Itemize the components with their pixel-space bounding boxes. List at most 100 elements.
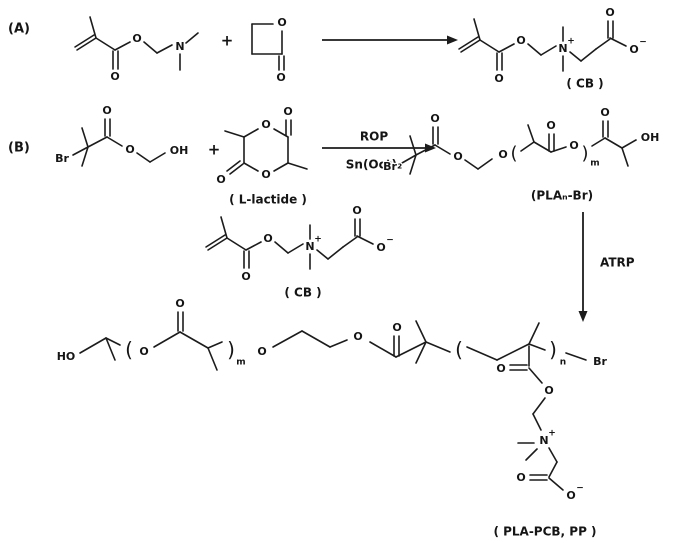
atom-o: O xyxy=(263,232,272,245)
bond xyxy=(525,448,538,461)
atom-o: O xyxy=(276,71,285,84)
caption-cb: ( CB ) xyxy=(284,286,321,300)
bond xyxy=(532,397,546,415)
bond xyxy=(548,461,558,478)
bond xyxy=(409,154,417,175)
subscript-m: m xyxy=(236,358,245,368)
atom-o: O xyxy=(352,204,361,217)
bond xyxy=(415,320,427,343)
bond xyxy=(527,124,535,143)
bond xyxy=(464,159,479,170)
bond xyxy=(229,163,244,175)
bond xyxy=(550,146,567,153)
bond xyxy=(595,38,611,50)
bond xyxy=(105,337,116,361)
bond xyxy=(156,44,173,54)
bond xyxy=(243,128,259,138)
charge-plus: + xyxy=(314,235,322,245)
bond xyxy=(466,346,498,361)
bond xyxy=(591,137,606,147)
atom-o: O xyxy=(453,150,462,163)
atom-br: Br xyxy=(593,355,607,368)
bond xyxy=(356,235,374,245)
caption-l-lactide: ( L-lactide ) xyxy=(229,193,307,207)
bond xyxy=(273,162,289,172)
panel-a-label: (A) xyxy=(8,22,30,37)
atom-o: O xyxy=(125,143,134,156)
bond xyxy=(621,147,629,167)
bond xyxy=(460,39,481,53)
panel-b-label: (B) xyxy=(8,141,30,156)
bond xyxy=(207,341,223,349)
atom-o: O xyxy=(102,104,111,117)
bond xyxy=(220,216,228,239)
bond xyxy=(527,43,542,56)
atom-o: O xyxy=(261,118,270,131)
bond xyxy=(580,48,597,62)
bond xyxy=(528,322,540,345)
label-sn-oct2: Sn(Oct)₂ xyxy=(346,158,402,172)
atom-o: O xyxy=(241,270,250,283)
bond xyxy=(226,237,247,251)
bond xyxy=(434,144,451,155)
bond xyxy=(477,158,493,170)
bonds-layer xyxy=(72,16,637,491)
atom-n: N xyxy=(539,434,548,447)
bond xyxy=(528,343,546,351)
bond xyxy=(179,331,209,349)
arrows-layer xyxy=(322,35,588,322)
charge-plus: + xyxy=(548,429,556,439)
atom-br: Br xyxy=(383,160,397,173)
plus-operator: + xyxy=(208,141,221,159)
bond xyxy=(95,37,116,51)
charge-minus: − xyxy=(639,38,647,48)
bond xyxy=(496,343,530,361)
atom-o: O xyxy=(498,148,507,161)
bond xyxy=(106,136,123,147)
reaction-arrow-atrp-head xyxy=(578,311,588,322)
bond xyxy=(136,152,151,163)
label-atrp: ATRP xyxy=(600,256,635,270)
subscript-m: m xyxy=(590,159,599,169)
bond xyxy=(287,243,304,254)
caption-pla-n-br: (PLAₙ-Br) xyxy=(531,189,593,203)
atom-o: O xyxy=(430,112,439,125)
bond xyxy=(79,337,107,354)
atom-o: O xyxy=(566,489,575,502)
subscript-n: n xyxy=(560,358,566,368)
bond xyxy=(226,160,241,172)
bond xyxy=(532,413,542,431)
bond xyxy=(287,162,308,170)
bracket-open: ( xyxy=(455,338,463,362)
bond xyxy=(415,341,427,364)
bond xyxy=(369,341,397,358)
bond xyxy=(274,241,289,254)
atom-o: O xyxy=(376,241,385,254)
bond xyxy=(81,146,89,167)
atom-o: O xyxy=(569,139,578,152)
bond xyxy=(621,139,637,149)
atom-oh: OH xyxy=(641,131,660,144)
bond xyxy=(74,34,95,48)
bond xyxy=(342,236,358,248)
bracket-close: ) xyxy=(549,338,557,362)
bond xyxy=(548,447,558,463)
bond xyxy=(327,246,344,260)
bond xyxy=(243,162,259,172)
bond xyxy=(81,127,89,148)
bond xyxy=(105,337,121,346)
atom-n: N xyxy=(558,42,567,55)
atom-o: O xyxy=(496,362,505,375)
bond xyxy=(316,249,329,260)
bond xyxy=(540,45,557,56)
atom-o: O xyxy=(605,6,614,19)
bond xyxy=(301,330,331,348)
atom-o: O xyxy=(392,321,401,334)
bond xyxy=(395,341,427,358)
atom-o: O xyxy=(283,105,292,118)
caption-pla-pcb-pp: ( PLA-PCB, PP ) xyxy=(493,525,596,539)
atom-o: O xyxy=(629,43,638,56)
